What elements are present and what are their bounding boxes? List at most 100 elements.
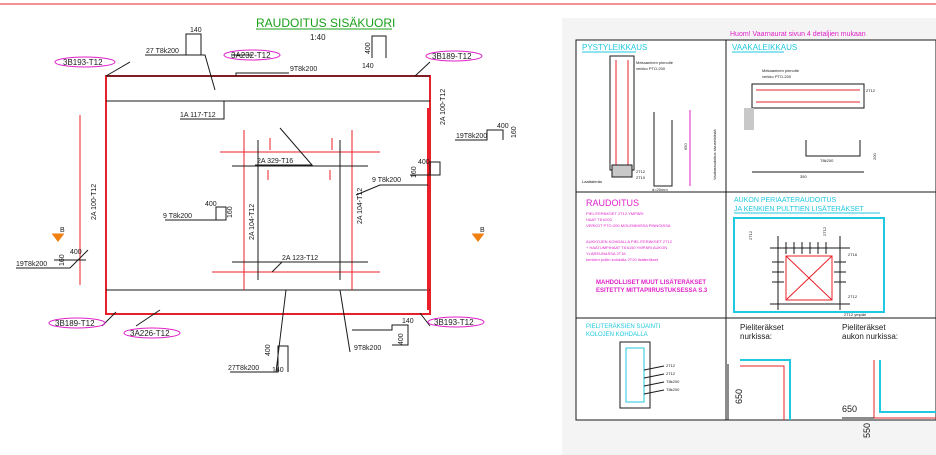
- raud-line-7: kenkien pultin kohdalla 2T20 lisäteräkse…: [586, 257, 659, 262]
- lbl-2a123: 2A 123-T12: [282, 255, 318, 262]
- lbl-2a104l: 2A 104-T12: [249, 204, 256, 240]
- piel-leader-4: [643, 389, 665, 395]
- vaaka-small-1: 2T12: [866, 88, 876, 93]
- section-label-right: B: [480, 227, 485, 234]
- plan-labels: 27 T8k200 140 9T8k200 400 140 1A 117-T12…: [16, 27, 518, 374]
- nurk2-dim-1: 650: [842, 404, 857, 414]
- pysty-small-3: 650: [683, 143, 688, 150]
- lbl-140b: 140: [362, 63, 374, 70]
- piel-small-3: T8k200: [666, 379, 680, 384]
- detail-sheet: Huom! Vaarnaurat sivun 4 detaljien mukaa…: [562, 18, 936, 455]
- lbl-2a329: 2A 329-T16: [257, 158, 293, 165]
- nurk1-title-2: nurkissa:: [740, 332, 772, 341]
- aukko-cross-2: [785, 255, 833, 301]
- lbl-400ll: 400: [70, 249, 82, 256]
- aukko-small-4: 2T12: [848, 294, 858, 299]
- piel-small-2: 2T12: [666, 371, 676, 376]
- lbl-400l: 400: [205, 201, 217, 208]
- vaaka-small-2: T8k200: [820, 158, 834, 163]
- lbl-19t8r: 19T8k200: [456, 133, 487, 140]
- tag-bubble-br: [427, 316, 485, 328]
- piel-leader-2: [643, 373, 665, 379]
- tag-tl: 3B193-T12: [63, 58, 103, 67]
- aukko-frame: [733, 217, 885, 313]
- nurk2-corner: [879, 360, 936, 413]
- lbl-140a: 140: [190, 27, 202, 34]
- section-marker-right-icon: [472, 234, 484, 242]
- aukko-title-2: JA KENKIEN PULTTIEN LISÄTERÄKSET: [734, 205, 865, 213]
- sheet-frame: [575, 39, 936, 421]
- lbl-400r: 400: [497, 123, 509, 130]
- nurk1-corner: [740, 359, 791, 420]
- raud-line-5: + HAATUMPIHAAT T8 k150 YMPÄRI AUKON: [586, 245, 667, 250]
- nurk2-dim-2: 550: [862, 423, 872, 438]
- aukko-small-5: 2T12 ympäri: [844, 312, 866, 317]
- pysty-small-2: 2T10: [636, 175, 646, 180]
- pysty-note-1: Mekaaninen pinnoite: [636, 60, 674, 65]
- vaaka-note-1: Mekaaninen pinnoite: [762, 68, 800, 73]
- raud-line-1: PIELITERÄKSET 2T12 YMPÄRI: [586, 211, 643, 216]
- pysty-stirrup: [653, 112, 673, 187]
- lbl-27a: 27 T8k200: [146, 48, 179, 55]
- lbl-400c: 400: [398, 333, 405, 345]
- tag-br: 3B193-T12: [434, 318, 474, 327]
- tag-bubble-bl: [48, 317, 106, 329]
- tag-top1: 3A232-T12: [231, 51, 271, 60]
- lbl-400r2: 400: [418, 159, 430, 166]
- tag-bubble-tl: [54, 56, 116, 68]
- plan-scale: 1:40: [310, 33, 326, 42]
- pysty-small-1: 2T12: [636, 169, 646, 174]
- piel-small-1: 2T12: [666, 363, 676, 368]
- nurk2-title-1: Pieliteräkset: [842, 323, 886, 332]
- lbl-400d: 400: [265, 344, 272, 356]
- vaaka-small-4: 200: [872, 153, 877, 160]
- aukko-small-3: 2T16: [848, 252, 858, 257]
- aukko-opening: [785, 255, 833, 301]
- vaaka-side: Vaakaraudoitus sivuseinästä: [712, 129, 717, 180]
- sheet-note: Huom! Vaarnaurat sivun 4 detaljien mukaa…: [730, 31, 866, 38]
- piel-leader-1: [643, 365, 665, 371]
- lbl-400a: 400: [365, 42, 372, 54]
- piel-title-1: PIELITERÄKSIEN SIJAINTI: [586, 323, 661, 330]
- piel-small-4: T8k200: [666, 387, 680, 392]
- aukko-small-1: 2T12: [748, 230, 753, 240]
- pysty-small-4: d=20mm: [652, 187, 668, 192]
- aukko-title-1: AUKON PERIAATERAUDOITUS: [734, 197, 836, 204]
- raud-bold-2: ESITETTY MITTAPIIRUSTUKSESSA S.3: [596, 288, 708, 294]
- lbl-9t8r: 9 T8k200: [372, 177, 401, 184]
- vaaka-small-3: 350: [800, 174, 807, 179]
- pysty-base: [611, 164, 633, 178]
- vaaka-stirrup: [805, 140, 861, 157]
- section-marker-left-icon: [52, 234, 64, 242]
- lbl-9t8l: 9 T8k200: [163, 213, 192, 220]
- vaaka-note-2: verkko PTO-200: [762, 74, 792, 79]
- leader-lines: [16, 33, 504, 373]
- lbl-2a100l: 2A 100-T12: [91, 184, 98, 220]
- vaaka-title: VAAKALEIKKAUS: [732, 43, 797, 52]
- nurk2-title-2: aukon nurkissa:: [842, 332, 898, 341]
- tag-bubble-tr: [425, 50, 483, 62]
- plan-title: RAUDOITUS SISÄKUORI: [256, 16, 395, 30]
- piel-column: [619, 341, 651, 409]
- raud-title: RAUDOITUS: [586, 198, 639, 208]
- nurk1-dim: 650: [734, 389, 744, 404]
- tag-bubble-top1: [223, 49, 281, 61]
- lbl-140d: 140: [272, 367, 284, 374]
- wall-outline: [105, 75, 431, 315]
- lbl-160r2: 160: [411, 166, 418, 178]
- tag-bubble-bot1: [123, 327, 181, 339]
- lbl-160ll: 160: [59, 254, 66, 266]
- pysty-note-2: verkko PTO-200: [636, 66, 666, 71]
- raud-bold-1: MAHDOLLISET MUUT LISÄTERÄKSET: [596, 279, 706, 286]
- pysty-side: Laattateräs: [582, 179, 602, 184]
- tag-tr: 3B189-T12: [432, 52, 472, 61]
- vaaka-wall: [744, 108, 754, 130]
- tag-bot1: 3A226-T12: [130, 329, 170, 338]
- lbl-2a104r: 2A 104-T12: [357, 188, 364, 224]
- piel-inner: [625, 347, 645, 403]
- lbl-1a117: 1A 117-T12: [180, 112, 216, 119]
- aukko-ticks: [772, 242, 846, 283]
- tag-bl: 3B189-T12: [55, 319, 95, 328]
- lbl-140c: 140: [402, 318, 414, 325]
